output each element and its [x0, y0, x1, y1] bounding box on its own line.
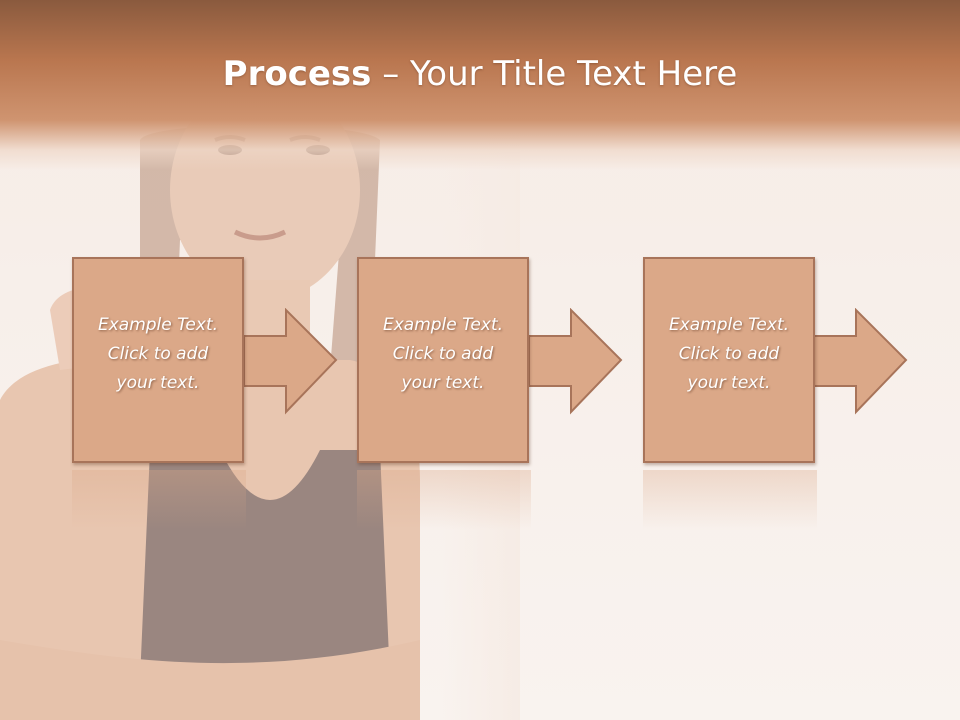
process-step-3[interactable]: Example Text. Click to add your text. [643, 257, 817, 467]
right-arrow-icon [528, 308, 623, 415]
step-reflection [357, 470, 531, 530]
step-reflection [72, 470, 246, 530]
step-box [643, 257, 815, 463]
right-arrow-icon [243, 308, 338, 415]
process-step-2[interactable]: Example Text. Click to add your text. [357, 257, 531, 467]
right-arrow-icon [813, 308, 908, 415]
step-reflection [643, 470, 817, 530]
slide-title[interactable]: Process – Your Title Text Here [0, 52, 960, 96]
step-box [72, 257, 244, 463]
woman-portrait-image [0, 120, 520, 720]
title-bold: Process [222, 54, 372, 94]
background-photo [0, 120, 520, 720]
step-text: Example Text. Click to add your text. [97, 315, 219, 393]
title-separator: – [371, 54, 411, 94]
step-box [357, 257, 529, 463]
step-text: Example Text. Click to add your text. [382, 315, 504, 393]
step-text: Example Text. Click to add your text. [668, 315, 790, 393]
title-bar [0, 0, 960, 170]
process-step-1[interactable]: Example Text. Click to add your text. [72, 257, 246, 467]
title-rest: Your Title Text Here [410, 54, 738, 94]
